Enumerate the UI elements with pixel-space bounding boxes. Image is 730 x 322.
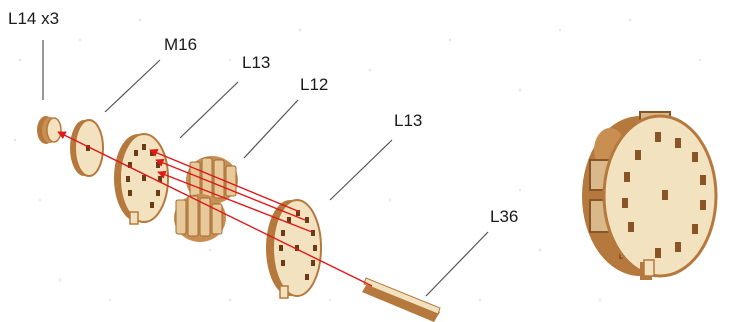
arrow-upper-slot	[155, 158, 306, 221]
leader-l13-right	[329, 139, 393, 201]
label-m16: M16	[164, 35, 198, 54]
assembled-wheel	[582, 111, 718, 280]
label-l12: L12	[300, 75, 329, 94]
arrow-top-slot	[149, 149, 301, 213]
part-m16-disc	[70, 119, 104, 177]
gear-lower	[174, 194, 226, 242]
part-l14-discs	[37, 116, 62, 144]
assembly-arrows	[57, 131, 373, 287]
leader-l13-top	[179, 81, 239, 139]
leader-m16	[104, 59, 161, 113]
label-l13-right: L13	[394, 111, 423, 130]
background-speckles	[13, 18, 702, 302]
part-l36-rod	[362, 277, 441, 322]
part-l12-gears	[174, 156, 238, 242]
label-l36: L36	[490, 207, 519, 226]
part-l13-disc-right	[266, 199, 322, 299]
label-l14: L14 x3	[8, 9, 60, 28]
arrow-rod-to-l14	[57, 131, 373, 287]
part-l13-disc-left	[114, 133, 169, 225]
gear-upper	[186, 156, 238, 204]
arrow-mid-slot	[157, 170, 313, 233]
leader-l12	[243, 99, 299, 159]
leader-l36	[425, 231, 489, 297]
leader-lines	[42, 40, 489, 297]
label-l13-top: L13	[242, 53, 271, 72]
